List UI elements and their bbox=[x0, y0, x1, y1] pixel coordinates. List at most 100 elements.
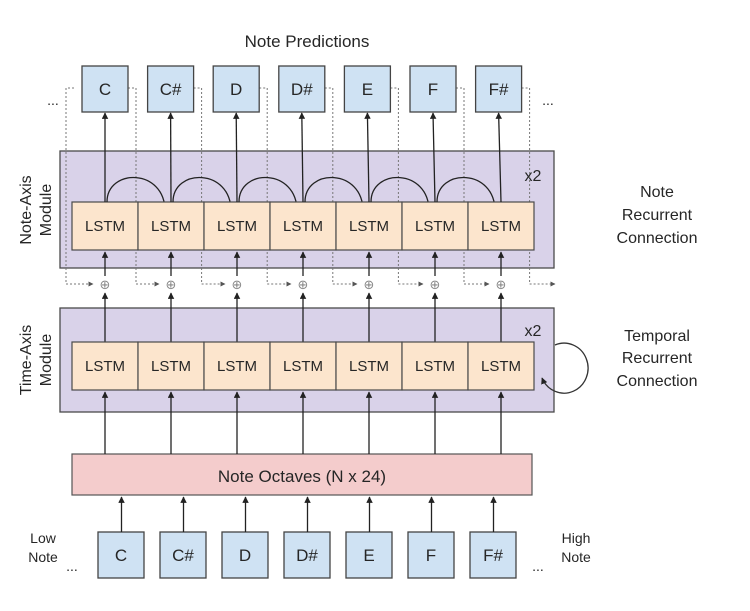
temporal-recurrent-label-2: Recurrent bbox=[622, 350, 693, 367]
combine-symbol: ⊕ bbox=[496, 278, 507, 293]
note-axis-lstm-label: LSTM bbox=[349, 218, 389, 235]
time-axis-lstm-cell bbox=[335, 341, 403, 391]
note-axis-lstm-cell bbox=[335, 201, 403, 251]
note-axis-lstm-label: LSTM bbox=[415, 218, 455, 235]
note-recurrent-label-1: Note bbox=[640, 184, 674, 201]
note-axis-lstm-label: LSTM bbox=[283, 218, 323, 235]
note-axis-multiplier: x2 bbox=[525, 168, 542, 185]
skip-connection-line bbox=[128, 87, 160, 287]
time-axis-lstm-cell bbox=[137, 341, 205, 391]
note-recurrent-arrow bbox=[370, 176, 433, 212]
note-axis-label-line2: Module bbox=[38, 184, 55, 237]
temporal-recurrent-label-3: Connection bbox=[617, 373, 698, 390]
time-axis-lstm-label: LSTM bbox=[151, 358, 191, 375]
time-axis-lstm-cell bbox=[401, 341, 469, 391]
time-axis-lstm-cell bbox=[269, 341, 337, 391]
input-note-label: C# bbox=[172, 546, 194, 565]
prediction-box bbox=[474, 65, 523, 113]
diagram-title: Note Predictions bbox=[245, 32, 370, 51]
skip-connection-line bbox=[65, 87, 94, 287]
combine-symbol: ⊕ bbox=[232, 278, 243, 293]
input-note-label: E bbox=[363, 546, 374, 565]
note-octaves-label: Note Octaves (N x 24) bbox=[218, 467, 386, 486]
note-recurrent-label-3: Connection bbox=[617, 230, 698, 247]
output-arrow bbox=[495, 112, 503, 203]
time-axis-lstm-label: LSTM bbox=[415, 358, 455, 375]
time-axis-lstm-label: LSTM bbox=[481, 358, 521, 375]
input-note-label: C bbox=[115, 546, 127, 565]
input-note-box bbox=[97, 531, 145, 579]
skip-connection-line bbox=[193, 87, 226, 287]
output-arrow bbox=[429, 112, 437, 203]
prediction-label: D bbox=[230, 80, 242, 99]
prediction-label: C bbox=[99, 80, 111, 99]
note-axis-label-line1: Note-Axis bbox=[18, 175, 35, 244]
note-recurrent-arrow bbox=[106, 176, 169, 212]
output-arrow bbox=[364, 112, 371, 203]
time-axis-lstm-cell bbox=[71, 341, 139, 391]
note-recurrent-arrow bbox=[436, 176, 499, 212]
bottom-right-ellipsis: ... bbox=[532, 558, 544, 574]
prediction-box bbox=[278, 65, 326, 113]
input-note-box bbox=[345, 531, 393, 579]
skip-connection-line bbox=[390, 87, 424, 287]
prediction-box bbox=[81, 65, 129, 113]
input-note-box bbox=[159, 531, 207, 579]
time-axis-lstm-label: LSTM bbox=[349, 358, 389, 375]
combine-symbol: ⊕ bbox=[364, 278, 375, 293]
input-note-label: D# bbox=[296, 546, 318, 565]
note-axis-lstm-label: LSTM bbox=[481, 218, 521, 235]
skip-connection-line bbox=[324, 87, 358, 287]
note-axis-lstm-cell bbox=[269, 201, 337, 251]
prediction-box bbox=[146, 65, 195, 113]
high-note-label-1: High bbox=[562, 530, 591, 546]
input-note-label: D bbox=[239, 546, 251, 565]
note-octaves-layer bbox=[71, 453, 533, 496]
prediction-label: E bbox=[362, 80, 373, 99]
skip-connection-line bbox=[456, 87, 490, 287]
top-right-ellipsis: ... bbox=[542, 92, 554, 108]
input-note-box bbox=[469, 531, 517, 579]
time-axis-label-line2: Module bbox=[38, 334, 55, 387]
temporal-recurrent-loop-arrow bbox=[541, 342, 589, 394]
input-note-label: F bbox=[426, 546, 436, 565]
bottom-left-ellipsis: ... bbox=[66, 558, 78, 574]
note-recurrent-arrow bbox=[304, 176, 367, 212]
note-axis-lstm-label: LSTM bbox=[151, 218, 191, 235]
time-axis-lstm-label: LSTM bbox=[85, 358, 125, 375]
output-arrow bbox=[233, 112, 240, 203]
prediction-label: D# bbox=[291, 80, 313, 99]
low-note-label-2: Note bbox=[28, 549, 58, 565]
combine-symbol: ⊕ bbox=[298, 278, 309, 293]
prediction-box bbox=[343, 65, 392, 113]
combine-symbol: ⊕ bbox=[100, 278, 111, 293]
note-axis-lstm-label: LSTM bbox=[217, 218, 257, 235]
input-note-label: F# bbox=[483, 546, 503, 565]
note-recurrent-arrow bbox=[172, 176, 235, 212]
skip-connection-line bbox=[521, 87, 556, 287]
time-axis-lstm-label: LSTM bbox=[217, 358, 257, 375]
time-axis-label-line1: Time-Axis bbox=[18, 325, 35, 396]
note-recurrent-label-2: Recurrent bbox=[622, 207, 693, 224]
skip-connection-line bbox=[259, 87, 292, 287]
low-note-label-1: Low bbox=[30, 530, 57, 546]
prediction-label: F# bbox=[489, 80, 509, 99]
time-axis-lstm-cell bbox=[203, 341, 271, 391]
prediction-label: F bbox=[428, 80, 438, 99]
output-arrow bbox=[298, 112, 306, 203]
time-axis-multiplier: x2 bbox=[525, 323, 542, 340]
combine-symbol: ⊕ bbox=[430, 278, 441, 293]
note-axis-lstm-cell bbox=[467, 201, 535, 251]
time-axis-lstm-label: LSTM bbox=[283, 358, 323, 375]
top-left-ellipsis: ... bbox=[47, 92, 59, 108]
prediction-box bbox=[409, 65, 457, 113]
prediction-box bbox=[212, 65, 260, 113]
high-note-label-2: Note bbox=[561, 549, 591, 565]
temporal-recurrent-label-1: Temporal bbox=[624, 328, 690, 345]
prediction-label: C# bbox=[160, 80, 182, 99]
note-axis-lstm-label: LSTM bbox=[85, 218, 125, 235]
note-recurrent-arrow bbox=[238, 176, 301, 212]
time-axis-lstm-cell bbox=[467, 341, 535, 391]
combine-symbol: ⊕ bbox=[166, 278, 177, 293]
